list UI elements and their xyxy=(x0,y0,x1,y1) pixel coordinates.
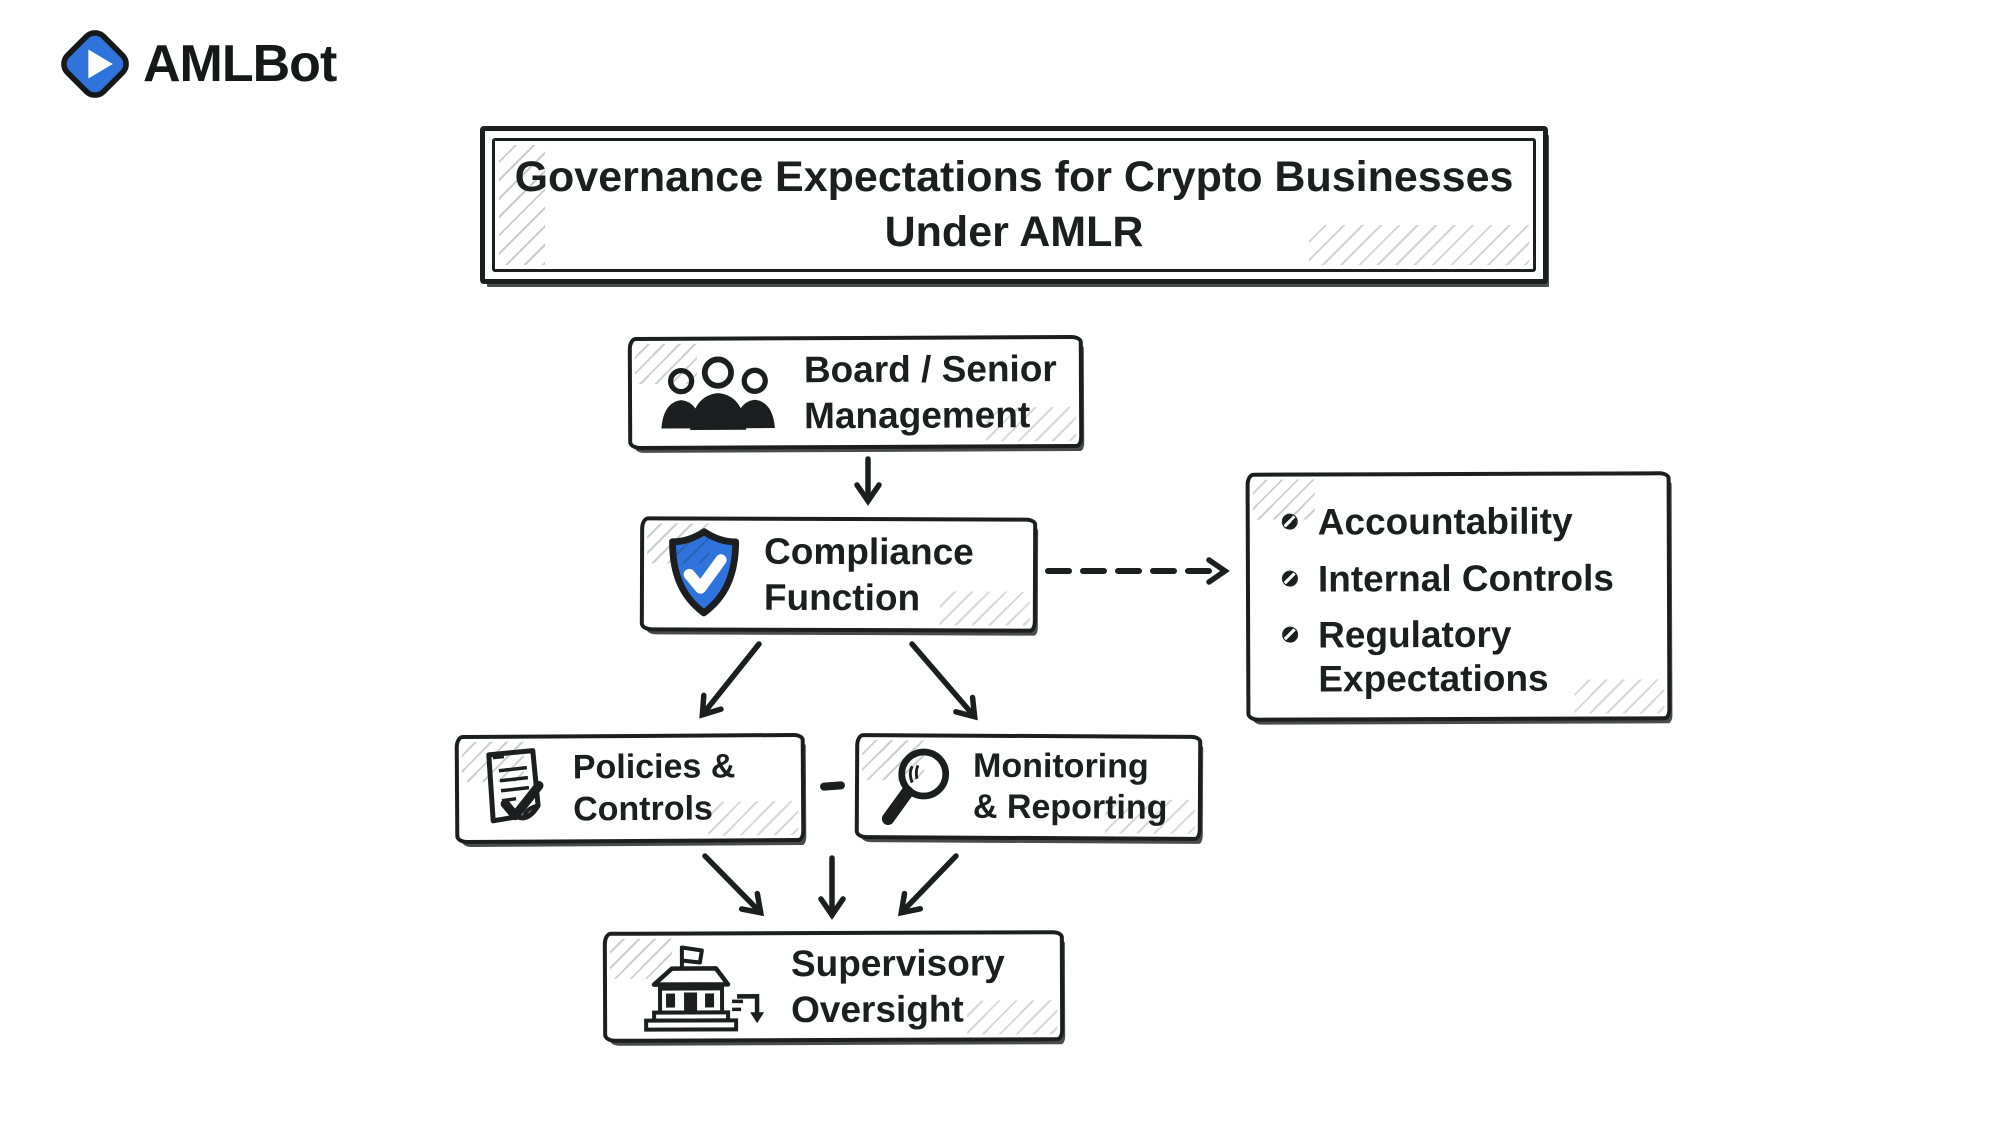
side-panel-item-text: Internal Controls xyxy=(1317,557,1615,600)
slashed-dot-icon xyxy=(1281,570,1298,587)
label-line: Compliance xyxy=(764,531,974,573)
people-group-icon xyxy=(661,356,775,430)
title-box: Governance Expectations for Crypto Busin… xyxy=(480,126,1548,284)
label-line: Oversight xyxy=(791,988,964,1030)
side-panel-item: Accountability xyxy=(1281,499,1643,544)
slashed-dot-icon xyxy=(1282,626,1299,643)
arrow-compliance-to-monitoring xyxy=(909,641,978,721)
side-panel-item: Internal Controls xyxy=(1281,556,1643,601)
node-supervisory-oversight: Supervisory Oversight xyxy=(602,930,1065,1043)
node-supervisory-label: Supervisory Oversight xyxy=(791,941,1005,1032)
side-panel: Accountability Internal Controls Regulat… xyxy=(1245,471,1672,722)
arrow-monitoring-to-supervisory xyxy=(897,853,959,917)
label-line: & Reporting xyxy=(972,787,1168,827)
slashed-dot-icon xyxy=(1281,513,1298,530)
brand-logo: AMLBot xyxy=(55,24,337,104)
shield-check-icon xyxy=(669,527,740,616)
side-panel-item-text: Accountability xyxy=(1317,500,1573,543)
node-compliance-label: Compliance Function xyxy=(764,529,974,620)
play-diamond-icon xyxy=(61,30,129,98)
node-monitoring-label: Monitoring & Reporting xyxy=(973,745,1168,829)
label-line: Function xyxy=(763,576,921,618)
title-line-1: Governance Expectations for Crypto Busin… xyxy=(514,152,1514,201)
label-line: Board / Senior xyxy=(803,348,1057,391)
side-panel-list: Accountability Internal Controls Regulat… xyxy=(1281,499,1644,702)
label-line: Controls xyxy=(573,788,714,828)
node-monitoring-reporting: Monitoring & Reporting xyxy=(854,733,1203,841)
node-policies-label: Policies & Controls xyxy=(569,746,736,830)
title-inner-frame: Governance Expectations for Crypto Busin… xyxy=(492,138,1536,272)
node-board-label: Board / Senior Management xyxy=(804,346,1057,437)
magnifying-glass-icon xyxy=(881,748,950,826)
arrow-compliance-to-policies xyxy=(699,641,762,719)
title-line-2: Under AMLR xyxy=(884,208,1144,256)
brand-name: AMLBot xyxy=(143,35,337,93)
label-line: Management xyxy=(804,393,1031,436)
side-panel-item-text: Regulatory Expectations xyxy=(1318,614,1549,700)
node-compliance-function: Compliance Function xyxy=(639,516,1038,633)
side-panel-item: Regulatory Expectations xyxy=(1282,613,1643,702)
label-line: Monitoring xyxy=(973,746,1149,786)
label-line: Supervisory xyxy=(790,942,1005,985)
bank-building-icon xyxy=(644,945,765,1032)
node-board-senior-management: Board / Senior Management xyxy=(627,335,1084,450)
arrow-policies-to-supervisory xyxy=(702,853,765,917)
label-line: Policies & xyxy=(572,747,736,787)
node-policies-controls: Policies & Controls xyxy=(454,732,806,845)
connector-dash xyxy=(819,781,846,791)
checklist-document-icon xyxy=(486,747,544,823)
